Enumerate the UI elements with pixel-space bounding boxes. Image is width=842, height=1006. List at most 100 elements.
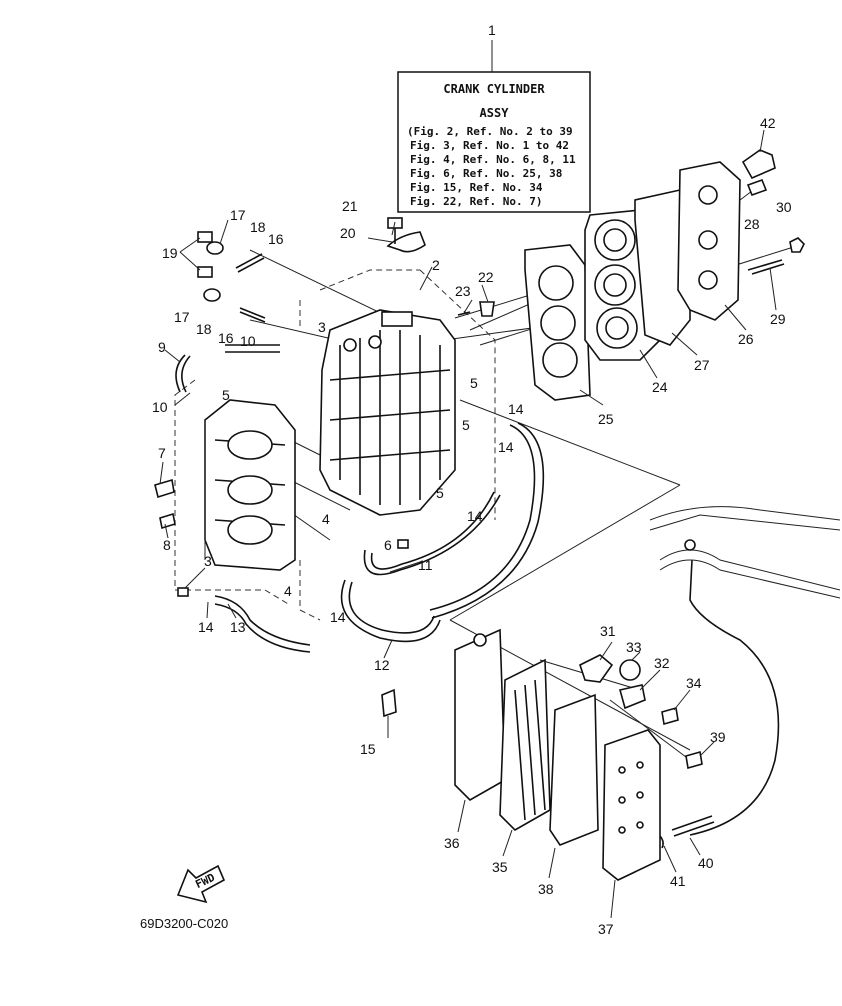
title-ref-3: Fig. 4, Ref. No. 6, 8, 11 bbox=[410, 153, 576, 166]
callout-22: 22 bbox=[478, 269, 494, 285]
bolt-34 bbox=[661, 706, 679, 726]
title-part-number: 1 bbox=[488, 22, 496, 38]
callout-36: 36 bbox=[444, 835, 460, 851]
gasket-38 bbox=[549, 693, 599, 846]
callout-33: 33 bbox=[626, 639, 642, 655]
title-line-1: CRANK CYLINDER bbox=[443, 82, 545, 96]
callout-16a: 16 bbox=[268, 231, 284, 247]
title-ref-2: Fig. 3, Ref. No. 1 to 42 bbox=[410, 139, 569, 152]
outer-cover-37 bbox=[602, 729, 661, 881]
callout-14e: 14 bbox=[198, 619, 214, 635]
bolt-19a bbox=[197, 231, 213, 243]
callout-10b: 10 bbox=[152, 399, 168, 415]
title-line-2: ASSY bbox=[480, 106, 510, 120]
callout-12: 12 bbox=[374, 657, 390, 673]
callout-2: 2 bbox=[432, 257, 440, 273]
plug-3 bbox=[177, 587, 189, 597]
callout-3b: 3 bbox=[204, 553, 212, 569]
callout-35: 35 bbox=[492, 859, 508, 875]
callout-5c: 5 bbox=[462, 417, 470, 433]
callout-26: 26 bbox=[738, 331, 754, 347]
gasket-33 bbox=[619, 659, 641, 681]
bolts-and-fittings bbox=[154, 149, 805, 597]
callout-42: 42 bbox=[760, 115, 776, 131]
callout-32: 32 bbox=[654, 655, 670, 671]
callout-23: 23 bbox=[455, 283, 471, 299]
hose-10 bbox=[225, 344, 280, 353]
hose-9 bbox=[175, 354, 186, 393]
crankcase bbox=[204, 399, 296, 571]
callout-19: 19 bbox=[162, 245, 178, 261]
callout-4b: 4 bbox=[284, 583, 292, 599]
title-ref-5: Fig. 15, Ref. No. 34 bbox=[410, 181, 543, 194]
plug-22 bbox=[479, 301, 495, 317]
callout-5d: 5 bbox=[436, 485, 444, 501]
cylinder-block bbox=[319, 309, 456, 516]
callout-31: 31 bbox=[600, 623, 616, 639]
callout-14b: 14 bbox=[498, 439, 514, 455]
callout-18b: 18 bbox=[196, 321, 212, 337]
sensor-42 bbox=[741, 149, 776, 180]
title-ref-1: (Fig. 2, Ref. No. 2 to 39 bbox=[407, 125, 573, 138]
stud-29 bbox=[747, 259, 783, 271]
callout-5a: 5 bbox=[222, 387, 230, 403]
bracket-20 bbox=[386, 231, 426, 253]
callout-17b: 17 bbox=[174, 309, 190, 325]
callout-9: 9 bbox=[158, 339, 166, 355]
callout-4a: 4 bbox=[322, 511, 330, 527]
callout-18a: 18 bbox=[250, 219, 266, 235]
bolt-16 bbox=[235, 253, 263, 269]
clip-41 bbox=[659, 835, 664, 849]
callout-8: 8 bbox=[163, 537, 171, 553]
callout-14a: 14 bbox=[508, 401, 524, 417]
bolt-8 bbox=[159, 512, 176, 530]
bottom-cowling bbox=[649, 506, 841, 599]
bolt-39 bbox=[685, 750, 703, 770]
washer-17 bbox=[206, 241, 224, 255]
thermostat-31 bbox=[579, 654, 614, 683]
drawing-code: 69D3200-C020 bbox=[140, 916, 228, 931]
callout-leaders bbox=[159, 129, 777, 919]
callout-3a: 3 bbox=[318, 319, 326, 335]
callout-16b: 16 bbox=[218, 330, 234, 346]
bolt-7 bbox=[154, 478, 175, 499]
callout-15: 15 bbox=[360, 741, 376, 757]
callout-37: 37 bbox=[598, 921, 614, 937]
callout-numbers: 2 3 3 4 4 5 5 5 5 6 7 8 9 10 10 11 12 13… bbox=[152, 115, 792, 937]
callout-14d: 14 bbox=[330, 609, 346, 625]
callout-14c: 14 bbox=[467, 508, 483, 524]
callout-13: 13 bbox=[230, 619, 246, 635]
bolt-16b bbox=[239, 307, 266, 319]
callout-5b: 5 bbox=[470, 375, 478, 391]
title-ref-4: Fig. 6, Ref. No. 25, 38 bbox=[410, 167, 562, 180]
plug-6 bbox=[397, 539, 409, 549]
hose-13 bbox=[214, 595, 311, 646]
hoses bbox=[175, 344, 780, 837]
callout-34: 34 bbox=[686, 675, 702, 691]
hose-40 bbox=[689, 559, 780, 836]
clip-15 bbox=[381, 688, 397, 718]
callout-38: 38 bbox=[538, 881, 554, 897]
cover-32 bbox=[619, 684, 646, 710]
callout-17a: 17 bbox=[230, 207, 246, 223]
callout-20: 20 bbox=[340, 225, 356, 241]
callout-39: 39 bbox=[710, 729, 726, 745]
bolt-28 bbox=[746, 178, 768, 197]
callout-10a: 10 bbox=[240, 333, 256, 349]
fwd-arrow: FWD bbox=[176, 864, 226, 904]
exhaust-plates bbox=[454, 628, 661, 881]
callout-11: 11 bbox=[418, 557, 433, 573]
bolt-19b bbox=[197, 266, 213, 278]
callout-24: 24 bbox=[652, 379, 668, 395]
hose-14a bbox=[429, 424, 536, 611]
thermostat-parts bbox=[579, 654, 703, 770]
hose-11 bbox=[363, 494, 501, 576]
callout-25: 25 bbox=[598, 411, 614, 427]
nut-30 bbox=[789, 237, 805, 253]
callout-28: 28 bbox=[744, 216, 760, 232]
head-cover bbox=[677, 161, 741, 321]
title-ref-6: Fig. 22, Ref. No. 7) bbox=[410, 195, 542, 208]
callout-21: 21 bbox=[342, 198, 358, 214]
